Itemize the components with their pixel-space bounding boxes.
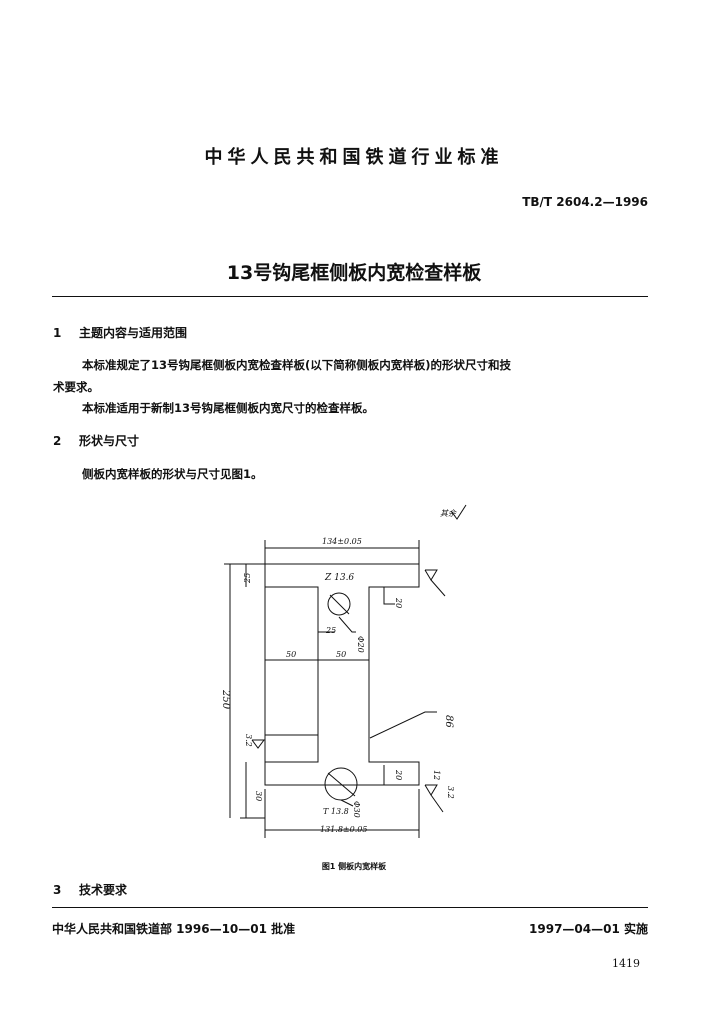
dim-half-right: 50 (336, 650, 346, 659)
section-title: 技术要求 (79, 883, 128, 897)
dim-top-width: 134±0.05 (322, 537, 362, 546)
paragraph: 本标准规定了13号钩尾框侧板内宽检查样板(以下简称侧板内宽样板)的形状尺寸和技 (82, 358, 512, 372)
dim-hole-top: Φ20 (356, 636, 365, 653)
height-dim-line (224, 563, 265, 818)
right-step-dim-bottom (383, 765, 397, 786)
dim-top-gauge: Z 13.6 (324, 573, 354, 583)
section-number: 2 (53, 434, 62, 448)
issuer-line: 中华人民共和国铁道部 1996—10—01 批准 (52, 922, 296, 936)
roughness-mark-top (424, 569, 446, 597)
center-lines (265, 659, 369, 736)
document-title: 13号钩尾框侧板内宽检查样板 (226, 262, 482, 284)
section-3-heading: 3 技术要求 (53, 881, 127, 898)
dim-right-step-top: 20 (394, 597, 403, 608)
section-title: 主题内容与适用范围 (79, 326, 188, 340)
paragraph: 本标准适用于新制13号钩尾框侧板内宽尺寸的检查样板。 (82, 401, 375, 415)
dim-bottom-width: 131.8±0.05 (320, 825, 367, 834)
corner-note: 其余 (440, 509, 457, 518)
bottom-dim-line (264, 789, 420, 838)
section-number: 3 (53, 883, 62, 897)
section-title: 形状与尺寸 (79, 434, 140, 448)
standard-title: 中华人民共和国铁道行业标准 (204, 147, 504, 168)
top-hole (327, 592, 351, 616)
gauge-outline (264, 563, 420, 786)
section-2-heading: 2 形状与尺寸 (53, 432, 139, 449)
dim-top-flange: 25 (243, 573, 252, 584)
figure-caption: 图1 侧板内宽样板 (321, 862, 387, 871)
dim-bottom-flange: 30 (254, 791, 263, 801)
dim-half-left: 50 (286, 650, 296, 659)
page-number: 1419 (612, 957, 640, 970)
dim-hole-bottom: Φ30 (352, 801, 361, 818)
dim-roughness-left: 3.2 (244, 734, 253, 747)
paragraph: 侧板内宽样板的形状与尺寸见图1。 (82, 467, 263, 481)
section-number: 1 (53, 326, 62, 340)
corner-check-icon (450, 504, 467, 520)
effective-date: 1997—04—01 实施 (529, 922, 648, 936)
standard-number: TB/T 2604.2—1996 (522, 195, 648, 209)
dim-roughness-top: 12 (432, 770, 441, 780)
hole-leader-top (338, 616, 356, 633)
bottom-hole-hatch (327, 772, 356, 797)
dim-roughness-right: 3.2 (446, 786, 455, 799)
bottom-flange-dim (240, 762, 265, 819)
web-leader (369, 711, 437, 739)
top-hole-hatch (329, 594, 350, 615)
roughness-mark-left (251, 739, 265, 749)
top-dim-line (264, 540, 420, 566)
roughness-mark-right (424, 784, 444, 813)
dim-right-step-bottom: 20 (394, 769, 403, 780)
gauge-drawing: 134±0.05 Z 13.6 25 20 Φ20 25 50 50 250 8… (220, 504, 467, 838)
footer-rule (52, 907, 648, 908)
paragraph: 术要求。 (53, 380, 99, 394)
hole-leader-bottom (340, 799, 354, 807)
dim-overall-height: 250 (220, 689, 231, 710)
right-step-dim (383, 587, 395, 605)
section-1-heading: 1 主题内容与适用范围 (53, 324, 187, 341)
title-rule (52, 296, 648, 297)
dim-web: 86 (443, 715, 454, 728)
dim-bottom-gauge: T 13.8 (323, 807, 349, 816)
dim-hole-offset: 25 (325, 626, 336, 635)
